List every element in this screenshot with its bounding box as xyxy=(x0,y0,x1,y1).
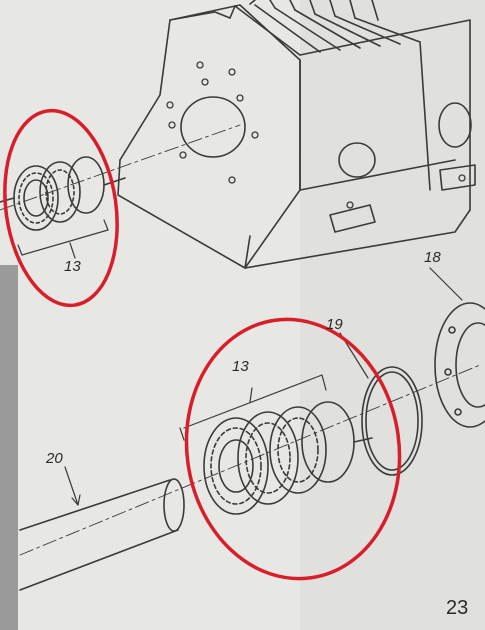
paper-shading xyxy=(300,0,485,630)
shaft xyxy=(19,478,185,591)
callout-19: 19 xyxy=(326,316,343,333)
page-number: 23 xyxy=(446,597,469,619)
bearing-housing xyxy=(117,0,476,269)
highlight-circles xyxy=(3,108,402,581)
o-ring xyxy=(361,366,423,476)
callout-18: 18 xyxy=(424,249,441,266)
highlight-circle-top xyxy=(3,108,119,308)
callout-bracket-top xyxy=(17,219,109,259)
bearing-set-top xyxy=(0,156,126,231)
housing-bore xyxy=(180,96,472,178)
callout-bracket-bottom xyxy=(179,374,327,441)
callout-20: 20 xyxy=(46,450,63,467)
flange-cover xyxy=(434,302,485,428)
highlight-circle-bottom xyxy=(184,317,402,581)
mounting-holes xyxy=(166,61,466,209)
callout-13-top: 13 xyxy=(64,258,81,275)
bearing-set-bottom xyxy=(203,401,373,515)
callout-13-bottom: 13 xyxy=(232,358,249,375)
centerline xyxy=(0,124,481,556)
